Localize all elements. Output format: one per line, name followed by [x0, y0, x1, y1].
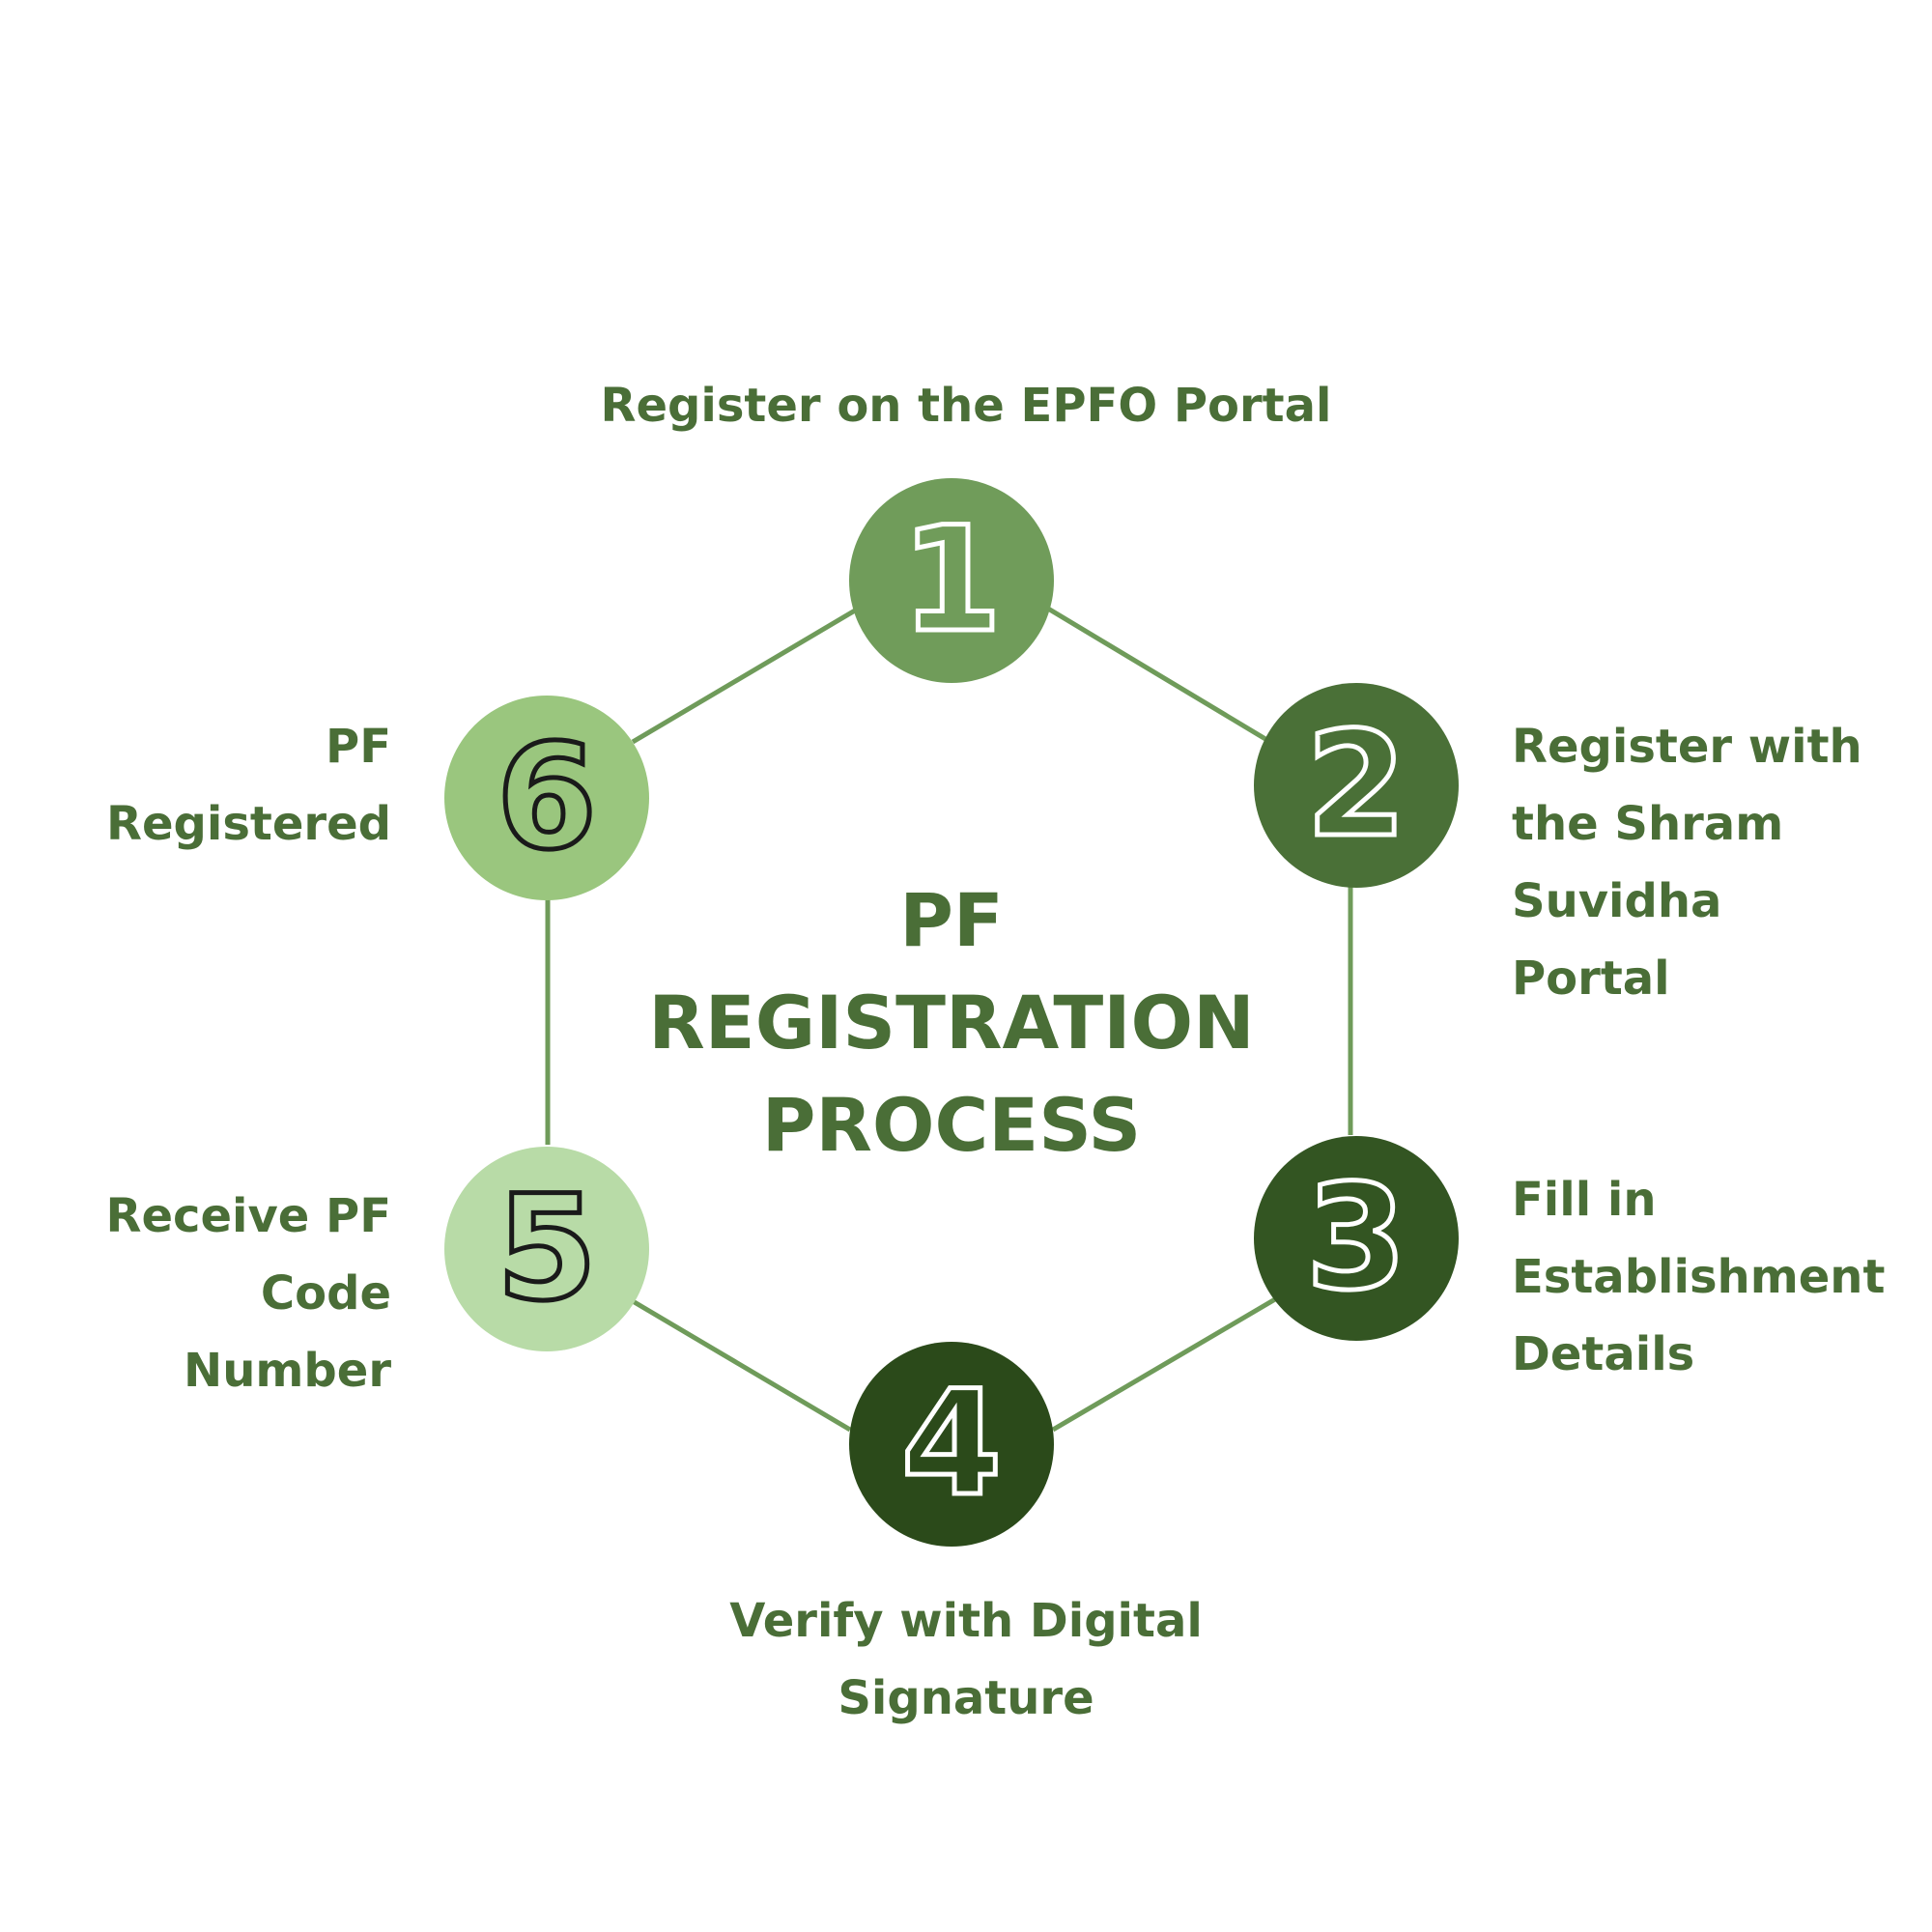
step-3-label-line-3: Details	[1512, 1327, 1695, 1381]
step-2-label: Register with the Shram Suvidha Portal	[1512, 708, 1918, 1017]
connector-4-5	[631, 1298, 852, 1433]
step-6-circle: 6	[444, 696, 649, 900]
step-2-circle: 2	[1254, 683, 1459, 888]
step-6-label-line-2: Registered	[106, 797, 391, 851]
step-2-number: 2	[1303, 701, 1408, 869]
step-4-label-line-1: Verify with Digital	[729, 1594, 1203, 1648]
step-1-label-line: Register on the EPFO Portal	[600, 379, 1332, 433]
step-2-label-line-2: the Shram	[1512, 797, 1784, 851]
step-5-circle: 5	[444, 1147, 649, 1351]
step-5-label-line-3: Number	[184, 1344, 391, 1398]
step-1-number: 1	[898, 497, 1004, 665]
connector-3-4	[1051, 1296, 1277, 1433]
step-5-number: 5	[494, 1165, 599, 1333]
step-3-label: Fill in Establishment Details	[1512, 1161, 1927, 1393]
step-3-label-line-2: Establishment	[1512, 1250, 1886, 1304]
title-line-3: PROCESS	[761, 1082, 1142, 1168]
step-3-circle: 3	[1254, 1136, 1459, 1341]
step-3-number: 3	[1303, 1154, 1408, 1322]
step-3-label-line-1: Fill in	[1512, 1173, 1657, 1227]
step-1-circle: 1	[849, 478, 1054, 683]
connector-1-2	[1046, 606, 1267, 742]
diagram-title: PF REGISTRATION PROCESS	[613, 869, 1290, 1177]
step-6-label-line-1: PF	[326, 720, 391, 774]
step-6-label: PF Registered	[39, 708, 391, 863]
title-line-2: REGISTRATION	[648, 980, 1255, 1065]
step-4-label-line-2: Signature	[838, 1671, 1094, 1725]
step-4-number: 4	[898, 1360, 1004, 1528]
title-line-1: PF	[899, 877, 1004, 963]
step-5-label: Receive PF Code Number	[39, 1178, 392, 1409]
step-4-label: Verify with Digital Signature	[618, 1582, 1314, 1737]
step-6-number: 6	[494, 714, 599, 882]
step-2-label-line-1: Register with	[1512, 720, 1862, 774]
step-2-label-line-3: Suvidha	[1512, 874, 1722, 928]
step-5-label-line-2: Code	[260, 1266, 391, 1321]
step-1-label: Register on the EPFO Portal	[541, 367, 1391, 444]
connector-6-1	[631, 608, 857, 745]
step-5-label-line-1: Receive PF	[105, 1189, 392, 1243]
step-2-label-line-4: Portal	[1512, 952, 1670, 1006]
step-4-circle: 4	[849, 1342, 1054, 1547]
